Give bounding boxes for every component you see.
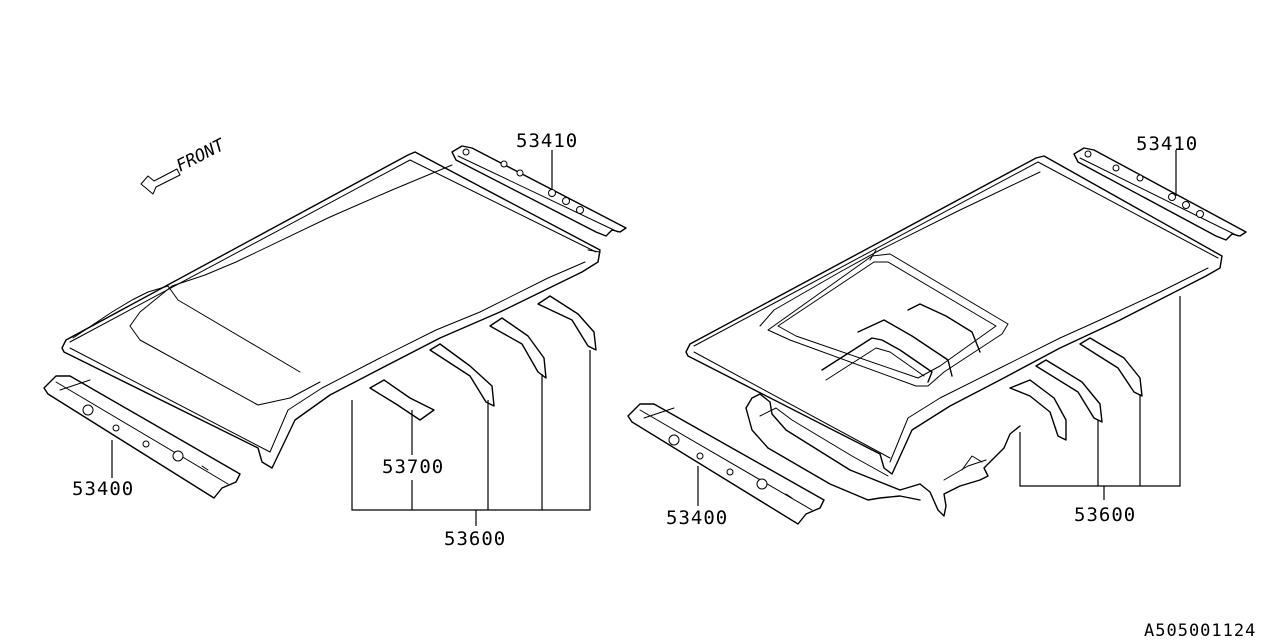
rail-hole [516, 169, 524, 177]
rail-hole [548, 189, 556, 197]
left-roof-bows [369, 295, 597, 421]
rail-hole [1168, 193, 1176, 201]
rail-hole [696, 452, 704, 460]
right-roof-frame [745, 393, 1021, 517]
part-number-label: 53400 [72, 478, 134, 500]
rail-hole [82, 404, 94, 416]
left-rear-roof-rail [451, 145, 627, 237]
rail-hole [756, 478, 768, 490]
right-front-roof-rail [627, 403, 825, 525]
rail-hole [1136, 174, 1144, 182]
diagram-code: A505001124 [1144, 621, 1256, 640]
rail-hole [500, 160, 508, 168]
rail-hole [172, 450, 184, 462]
part-number-label: 53600 [1074, 504, 1136, 526]
rail-hole [562, 197, 570, 205]
rail-hole [1196, 210, 1204, 218]
rail-hole [112, 424, 120, 432]
left-front-roof-rail [43, 375, 241, 499]
right-roof-bows [1035, 337, 1143, 423]
leader-line [1019, 296, 1181, 487]
rail-hole [462, 148, 470, 156]
right-roof-panel [685, 155, 1223, 475]
part-number-label: 53400 [666, 507, 728, 529]
left-roof-assembly: 53410 53400 53700 53600 [43, 130, 627, 550]
rail-hole [726, 468, 734, 476]
left-roof-panel [61, 151, 601, 469]
rail-hole [576, 206, 584, 214]
front-arrow-icon [140, 168, 181, 195]
part-number-label: 53410 [516, 130, 578, 152]
rail-hole [142, 440, 150, 448]
right-rear-roof-rail [1073, 147, 1247, 241]
rail-hole [1182, 201, 1190, 209]
rail-hole [1084, 150, 1092, 158]
rail-hole [668, 434, 680, 446]
part-number-label: 53700 [382, 456, 444, 478]
part-number-label: 53600 [444, 528, 506, 550]
front-direction-label: FRONT [173, 135, 229, 177]
leader-line [351, 350, 591, 511]
rail-hole [1112, 164, 1120, 172]
right-roof-assembly: 53410 53400 53600 [627, 133, 1247, 529]
part-number-label: 53410 [1136, 133, 1198, 155]
right-inner-bows [821, 303, 1067, 441]
